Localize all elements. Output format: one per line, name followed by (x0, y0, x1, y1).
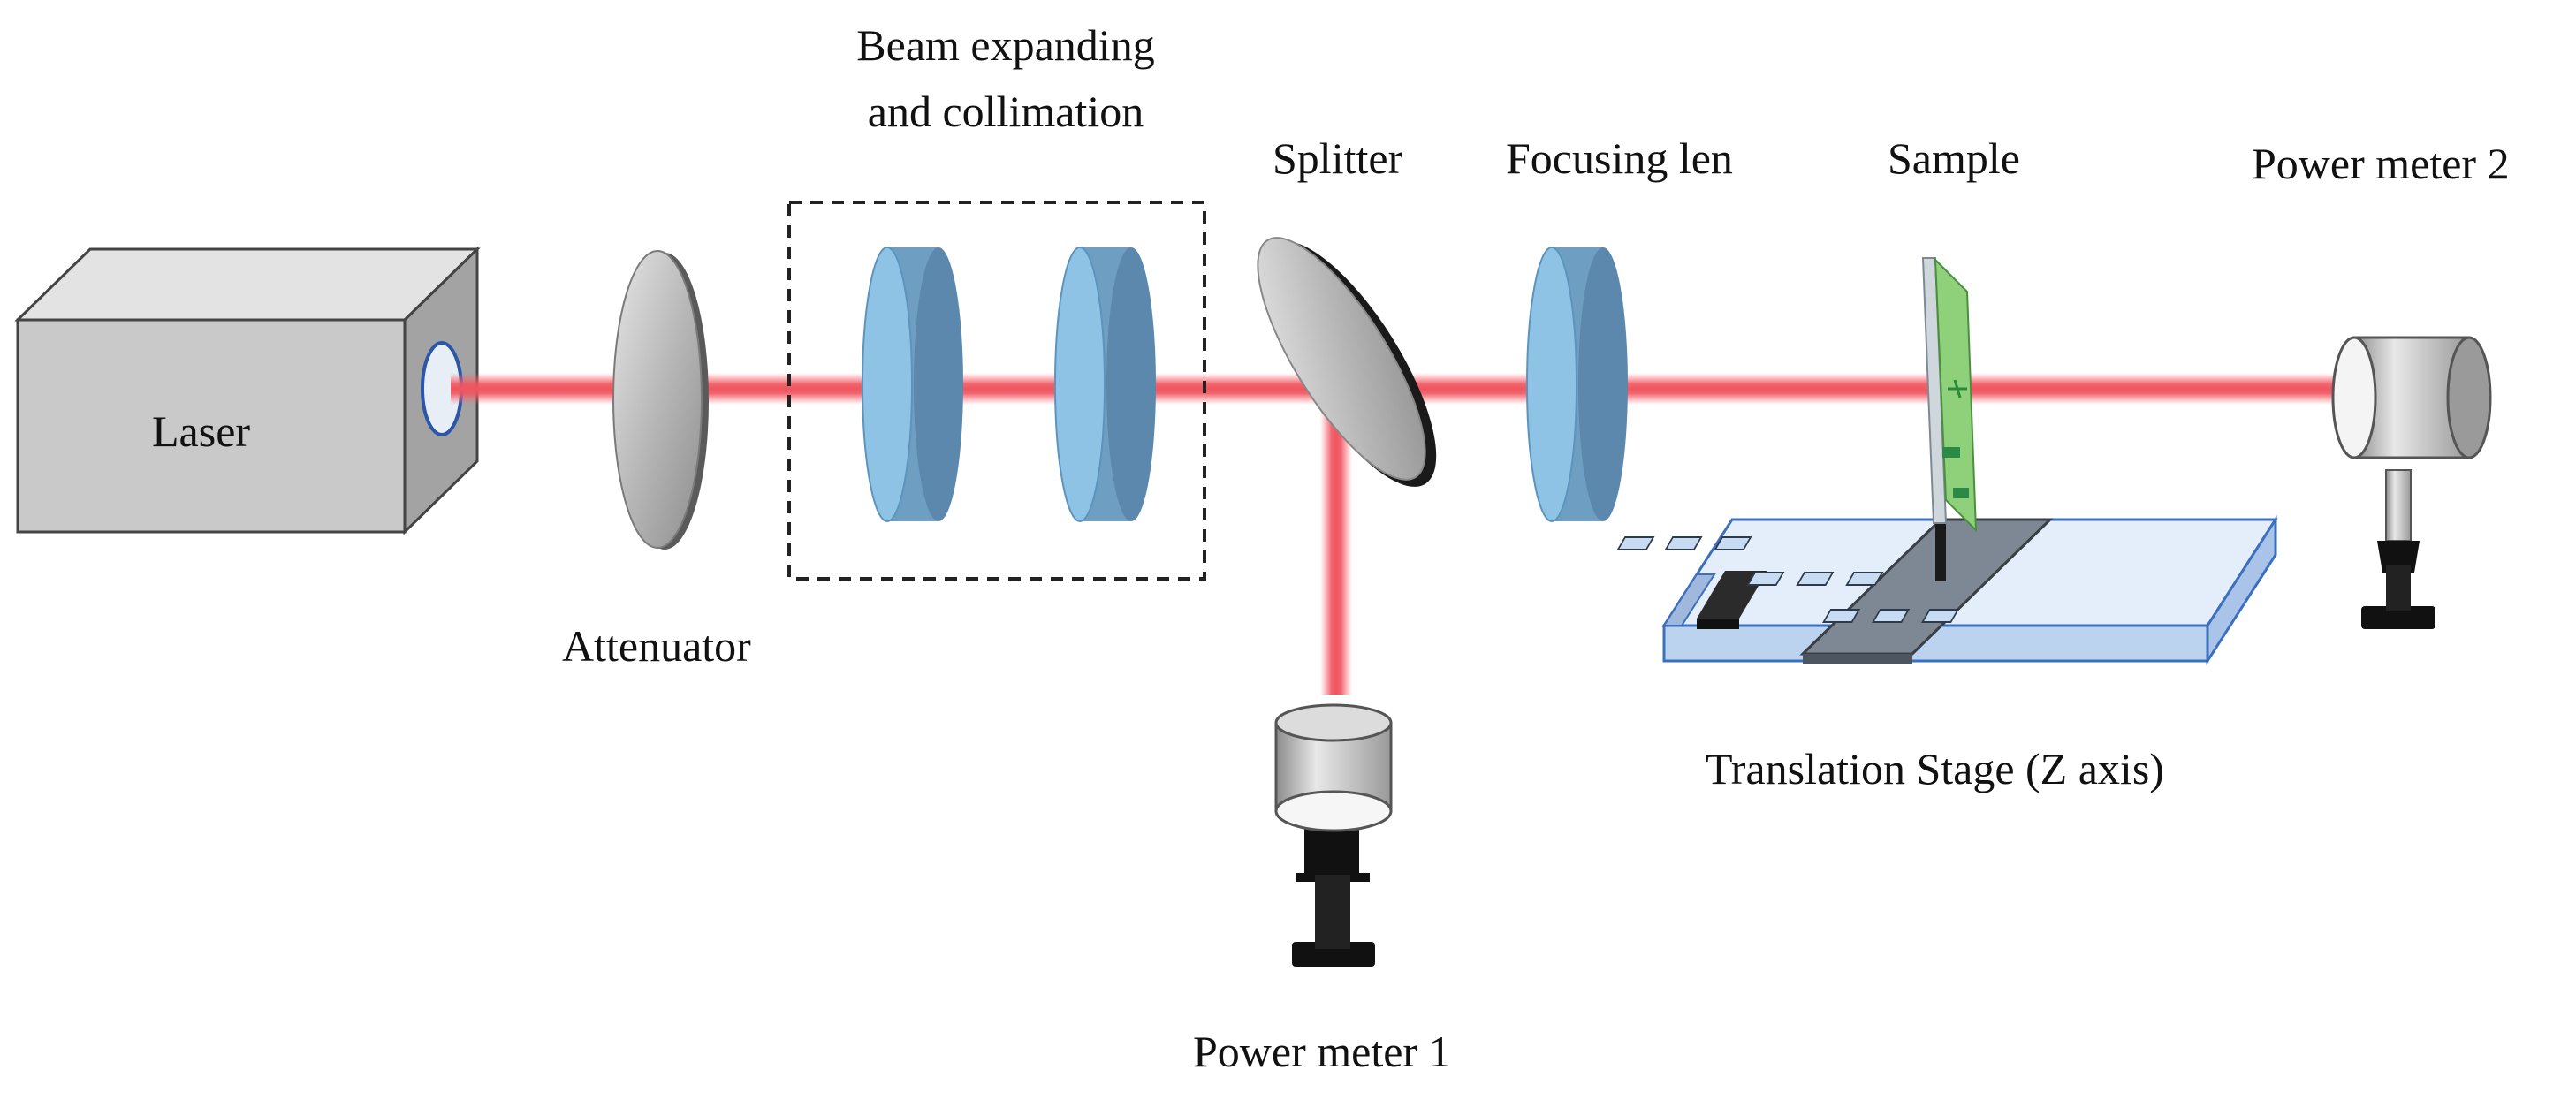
beam-expanding-label-line1: Beam expanding (856, 20, 1154, 70)
attenuator (612, 250, 709, 550)
attenuator-label: Attenuator (562, 621, 751, 671)
power-meter-1 (1274, 703, 1393, 967)
power-meter-2-label: Power meter 2 (2252, 139, 2510, 188)
sample-label: Sample (1888, 133, 2020, 183)
beam-expanding-box (787, 201, 1206, 581)
expander-lens-2 (1054, 247, 1156, 522)
translation-stage (1616, 514, 2278, 666)
splitter-label: Splitter (1273, 133, 1403, 183)
sample (1921, 257, 1978, 581)
focusing-lens-label: Focusing len (1506, 133, 1733, 183)
laser-label: Laser (152, 406, 250, 456)
power-meter-1-label: Power meter 1 (1193, 1027, 1451, 1076)
splitter (1257, 237, 1437, 487)
focusing-lens (1526, 247, 1628, 522)
beam-expanding-label-line2: and collimation (868, 87, 1144, 136)
power-meter-2 (2331, 336, 2492, 629)
laser (14, 246, 481, 535)
expander-lens-1 (862, 247, 963, 522)
translation-stage-label: Translation Stage (Z axis) (1706, 744, 2164, 793)
